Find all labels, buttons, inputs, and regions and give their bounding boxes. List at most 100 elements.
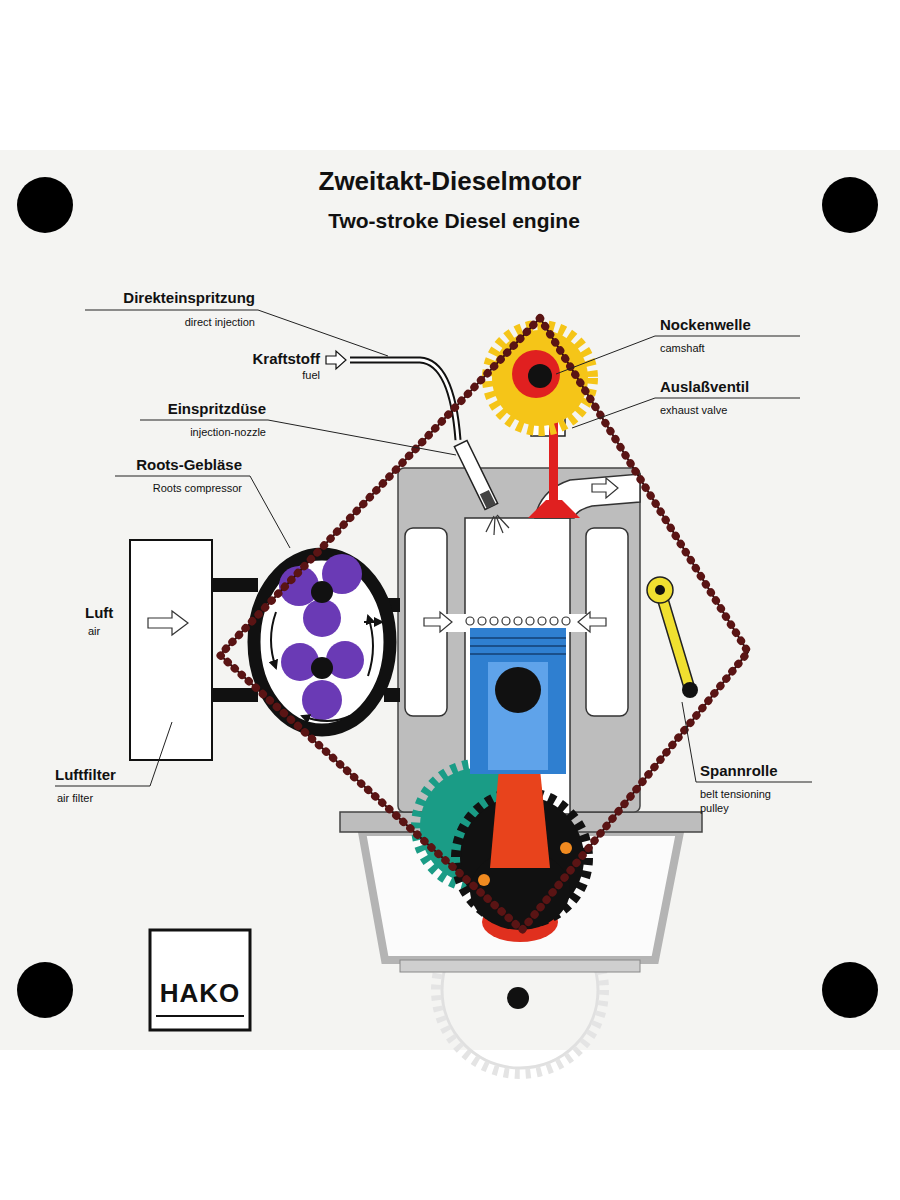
leader-line	[55, 310, 812, 786]
panel-ground	[0, 150, 900, 1050]
roots-compressor	[364, 621, 382, 623]
piston	[470, 637, 566, 639]
injection-nozzle	[480, 490, 496, 509]
part-label-translation: belt tensioning pulley	[700, 788, 800, 816]
exhaust-arrow	[592, 478, 618, 498]
inlet-ports	[538, 617, 546, 625]
inlet-ports	[526, 617, 534, 625]
inlet-ports	[490, 617, 498, 625]
part-label-translation: exhaust valve	[660, 404, 727, 418]
part-label: Luft	[85, 604, 113, 622]
part-label: Nockenwelle	[660, 316, 751, 334]
mounting-hole	[822, 177, 878, 233]
mounting-hole	[17, 177, 73, 233]
camshaft-gear	[528, 364, 552, 388]
inlet-ports	[466, 617, 474, 625]
piston	[488, 662, 548, 770]
exhaust-valve	[528, 500, 580, 518]
crank-gear	[478, 874, 490, 886]
fuel-line	[350, 360, 458, 440]
belt-tensioner	[655, 585, 665, 595]
injection-nozzle	[486, 516, 494, 532]
inlet-ports	[550, 617, 558, 625]
part-label-translation: air filter	[57, 792, 93, 806]
inlet-ports	[502, 617, 510, 625]
crankcase	[507, 987, 529, 1009]
inlet-ports	[562, 617, 570, 625]
part-label: Kraftstoff	[253, 350, 321, 368]
part-label-translation: air	[88, 625, 100, 639]
injection-nozzle	[497, 515, 509, 528]
leader-line	[556, 336, 800, 374]
leader-line	[682, 702, 812, 782]
air-filter	[148, 611, 188, 635]
roots-compressor	[311, 657, 333, 679]
piston	[470, 653, 566, 655]
part-label-translation: camshaft	[660, 342, 705, 356]
crankcase	[400, 960, 640, 972]
logo-box	[150, 930, 250, 1030]
leader-line	[115, 476, 290, 548]
part-label: Roots-Gebläse	[136, 456, 242, 474]
piston	[470, 628, 566, 774]
part-label: Luftfilter	[55, 766, 116, 784]
camshaft-gear	[512, 350, 560, 398]
mounting-hole	[17, 177, 878, 1018]
page-title: Zweitakt-Dieselmotor	[0, 166, 900, 197]
crank-gear	[560, 842, 572, 854]
roots-compressor	[271, 612, 276, 668]
injection-nozzle	[494, 517, 495, 535]
roots-compressor	[311, 581, 333, 603]
logo-text: HAKO	[152, 978, 248, 1009]
part-label-translation: direct injection	[185, 316, 255, 330]
page-subtitle: Two-stroke Diesel engine	[4, 208, 900, 233]
mounting-hole	[822, 962, 878, 1018]
part-label-translation: fuel	[302, 369, 320, 383]
part-label: Direkteinspritzung	[123, 289, 255, 307]
logo-box	[150, 930, 250, 1030]
inlet-ports	[514, 617, 522, 625]
injection-nozzle	[454, 440, 509, 535]
roots-compressor	[302, 716, 350, 721]
inlet-ports	[578, 612, 606, 632]
part-label-translation: injection-nozzle	[190, 426, 266, 440]
leader-line	[55, 722, 172, 786]
belt-tensioner	[647, 577, 673, 603]
part-label: Spannrolle	[700, 762, 778, 780]
logo-box	[156, 1015, 244, 1017]
leader-line	[140, 420, 456, 455]
injection-nozzle	[454, 440, 497, 509]
leader-line	[85, 310, 388, 356]
drive-chain	[220, 318, 748, 930]
part-label: Einspritzdüse	[168, 400, 266, 418]
roots-compressor	[326, 641, 364, 679]
part-label: Auslaßventil	[660, 378, 749, 396]
air-filter	[212, 688, 258, 702]
inlet-ports	[478, 617, 486, 625]
piston	[495, 667, 541, 713]
cylinder-block	[465, 518, 570, 814]
belt-tensioner	[682, 682, 698, 698]
leader-line	[572, 398, 800, 428]
cylinder-block	[384, 688, 400, 702]
fuel-line	[326, 351, 346, 369]
exhaust-arrow	[592, 478, 618, 498]
cylinder-block	[384, 468, 640, 814]
inlet-ports	[424, 612, 452, 632]
fuel-line	[350, 360, 458, 440]
air-filter	[130, 540, 258, 760]
belt-tensioner	[647, 577, 698, 698]
air-filter	[212, 578, 258, 592]
drive-chain	[220, 318, 748, 930]
roots-compressor	[303, 599, 341, 637]
injection-nozzle	[486, 515, 509, 535]
piston	[470, 628, 566, 774]
inlet-ports	[424, 612, 606, 632]
panel-ground	[0, 150, 900, 1050]
mounting-hole	[17, 962, 73, 1018]
drive-chain	[220, 318, 748, 930]
part-label-translation: Roots compressor	[153, 482, 242, 496]
piston	[470, 645, 566, 647]
air-filter	[130, 540, 212, 760]
